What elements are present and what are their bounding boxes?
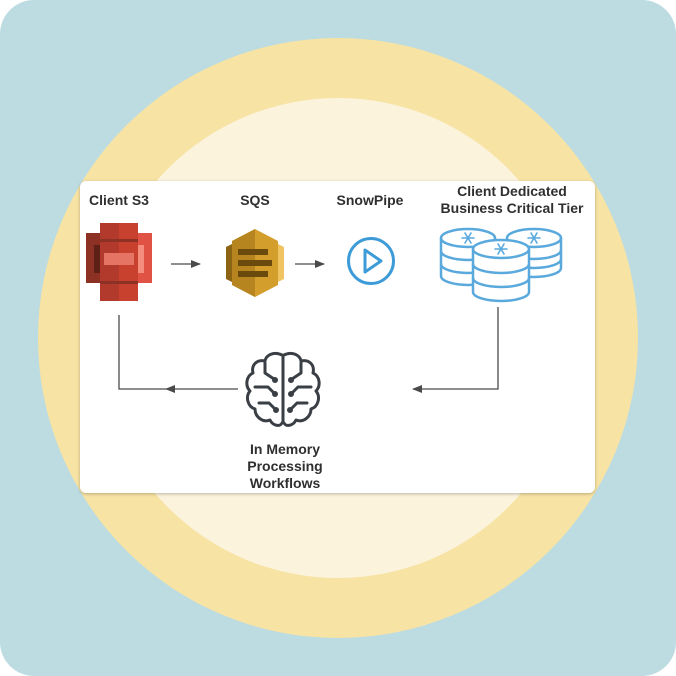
business-tier-label-line1: Client Dedicated [457, 183, 567, 199]
connectors [118, 260, 499, 393]
client-s3-label: Client S3 [89, 192, 149, 208]
play-circle-icon [347, 237, 395, 285]
snowpipe-label: SnowPipe [336, 192, 404, 208]
aws-sqs-queue-icon [226, 229, 284, 297]
arrow-processing-to-s3-tail [118, 315, 166, 390]
sqs-label: SQS [240, 192, 270, 208]
in-memory-label-line1: In Memory [249, 441, 320, 457]
aws-s3-bucket-icon [86, 223, 152, 301]
in-memory-label: In Memory Processing Workflows [220, 441, 350, 492]
business-tier-label-line2: Business Critical Tier [440, 200, 584, 216]
snowflake-database-cluster-icon [439, 227, 563, 303]
arrow-tier-to-processing [412, 307, 499, 393]
in-memory-label-line3: Workflows [249, 475, 321, 491]
business-tier-label: Client Dedicated Business Critical Tier [432, 183, 592, 217]
in-memory-label-line2: Processing [247, 458, 323, 474]
diagram-card: Client S3 SQS SnowPipe [80, 181, 595, 493]
brain-circuit-icon [245, 351, 321, 427]
